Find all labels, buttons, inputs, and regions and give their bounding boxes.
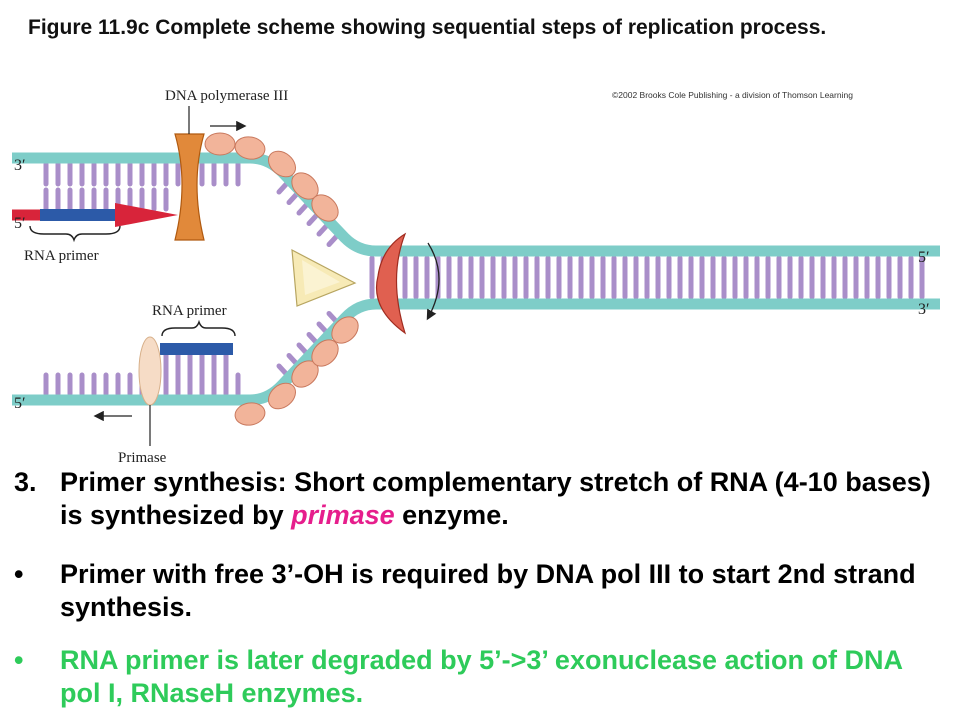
ssb-protein xyxy=(268,382,296,410)
ssb-protein xyxy=(311,194,339,222)
primase-emphasis: primase xyxy=(291,500,395,530)
helicase xyxy=(375,232,407,335)
rna-primer-top-label: RNA primer xyxy=(24,248,99,264)
bullet-marker: • xyxy=(14,559,24,589)
ssb-protein xyxy=(234,136,266,160)
replication-fork-diagram: DNA polymerase III RNA primer RNA primer… xyxy=(12,88,940,466)
bottom-5-prime-label: 5′ xyxy=(14,395,26,412)
bullet-text: Primer synthesis: Short complementary st… xyxy=(60,466,940,532)
parental-duplex-bases xyxy=(369,255,925,300)
rna-primer-bottom xyxy=(160,343,233,355)
primase-label: Primase xyxy=(118,450,167,466)
top-template-bases xyxy=(43,161,241,187)
ssb-protein xyxy=(268,150,296,178)
top-3-prime-label: 3′ xyxy=(14,157,26,174)
top-template-strand xyxy=(12,152,940,257)
rna-primer-bottom-brace xyxy=(161,319,236,337)
bullet-text-part: enzyme. xyxy=(394,500,509,530)
figure-caption: Figure 11.9c Complete scheme showing seq… xyxy=(28,16,827,39)
bullet-text-part: Primer synthesis: Short complementary st… xyxy=(60,467,931,530)
primer-bases xyxy=(163,352,229,378)
bullet-text: RNA primer is later degraded by 5’->3’ e… xyxy=(60,645,903,708)
ssb-protein xyxy=(234,402,266,426)
top-5-prime-label: 5′ xyxy=(14,215,26,232)
right-5-prime-label: 5′ xyxy=(918,249,930,266)
new-strand-bases xyxy=(43,187,169,212)
bullet-marker: 3. xyxy=(14,467,37,497)
rna-primer-bottom-label: RNA primer xyxy=(152,303,227,319)
rna-primer-top-brace xyxy=(29,225,121,243)
ssb-protein xyxy=(331,316,359,344)
bullet-text: Primer with free 3’-OH is required by DN… xyxy=(60,559,916,622)
right-3-prime-label: 3′ xyxy=(918,301,930,318)
ssb-proteins xyxy=(204,132,359,426)
dna-polymerase-iii-label: DNA polymerase III xyxy=(165,88,288,104)
topoisomerase-inner xyxy=(302,260,340,295)
primase xyxy=(138,336,162,406)
helicase-rotation-arrow xyxy=(426,242,440,321)
bullet-marker: • xyxy=(14,645,24,675)
new-strand-arrowhead xyxy=(115,203,178,227)
copyright-notice: ©2002 Brooks Cole Publishing - a divisio… xyxy=(612,90,853,100)
ssb-protein xyxy=(311,339,339,367)
dna-polymerase-iii xyxy=(174,133,205,241)
ssb-protein xyxy=(204,132,236,156)
rna-primer-top xyxy=(40,209,115,221)
